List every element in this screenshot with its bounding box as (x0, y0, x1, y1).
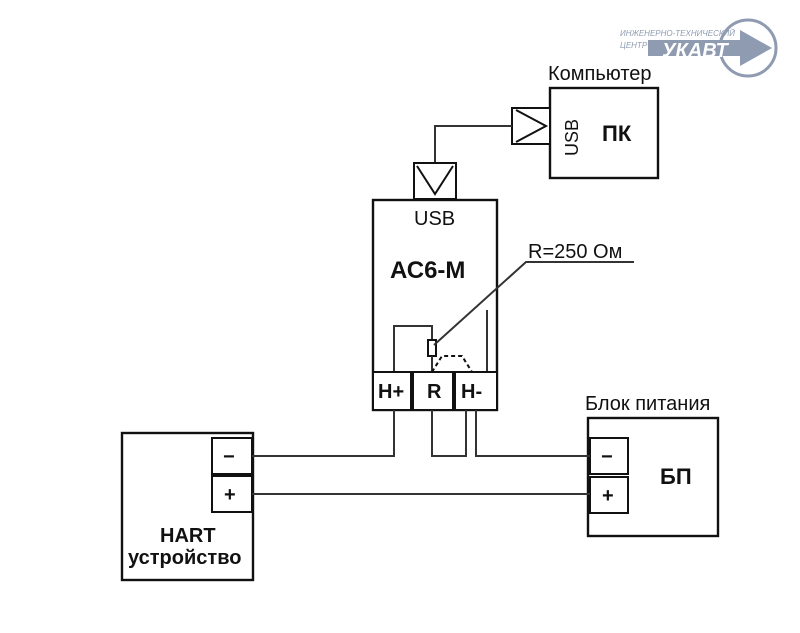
terminal-hminus-label: H- (461, 381, 482, 403)
pc-usb-chevron-icon (515, 109, 549, 143)
hart-terminal-minus-label: − (223, 446, 235, 468)
pc-usb-label: USB (562, 119, 582, 156)
wire-r-loop (431, 410, 467, 457)
psu-terminal-plus-label: + (602, 485, 614, 507)
pc-usb-connector (511, 107, 551, 145)
logo-arrow-icon (648, 30, 772, 66)
pc-box (548, 86, 660, 180)
terminal-r-label: R (427, 381, 442, 403)
hart-terminal-plus-label: + (224, 484, 236, 506)
psu-terminal-minus (589, 437, 629, 475)
hart-device-name-line1: HART (160, 525, 216, 547)
usb-cable (434, 125, 512, 163)
hart-device-block: − + HART устройство (120, 431, 255, 582)
psu-terminal-minus-label: − (601, 446, 613, 468)
terminal-hplus-label: H+ (378, 381, 404, 403)
jumper-dashed (431, 355, 473, 373)
pc-name: ПК (602, 121, 632, 146)
hart-terminal-plus (211, 475, 253, 513)
pc-block: Компьютер ПК USB (511, 63, 660, 180)
wire-hminus-to-psu-minus (475, 410, 590, 457)
converter-usb-label: USB (414, 208, 455, 230)
converter-name: АС6-М (390, 257, 465, 284)
converter-internal-wire-hplus (393, 325, 433, 372)
pc-caption: Компьютер (548, 63, 652, 85)
hart-device-name-line2: устройство (128, 547, 241, 569)
resistor-leader (433, 261, 634, 346)
converter-usb-chevron-icon (416, 165, 454, 196)
logo-caption-line2: ЦЕНТР (620, 41, 648, 50)
terminal-hminus (454, 371, 498, 411)
power-supply-block: Блок питания − + БП (585, 393, 720, 538)
logo: ИНЖЕНЕРНО-ТЕХНИЧЕСКИЙ ЦЕНТР УКАВТ (620, 18, 778, 78)
logo-brand: УКАВТ (662, 40, 729, 62)
resistor-label: R=250 Ом (528, 241, 622, 263)
wire-hplus-to-hart-minus (252, 410, 395, 457)
power-supply-name: БП (660, 464, 692, 489)
psu-terminal-plus (589, 476, 629, 514)
logo-caption-line1: ИНЖЕНЕРНО-ТЕХНИЧЕСКИЙ (620, 29, 735, 38)
power-supply-caption: Блок питания (585, 393, 710, 415)
converter-block: USB АС6-М R=250 Ом H+ R H- (371, 162, 634, 412)
terminal-hplus (372, 371, 412, 411)
resistor-symbol (427, 339, 437, 357)
